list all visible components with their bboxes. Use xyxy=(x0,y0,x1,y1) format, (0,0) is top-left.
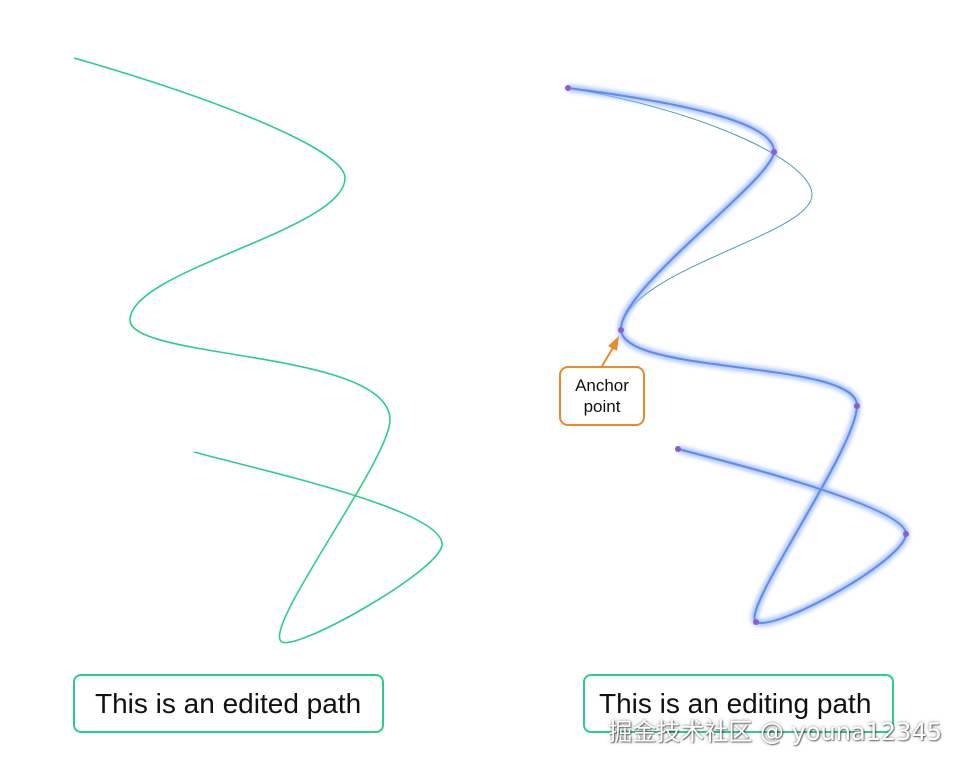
edited-path-caption-text: This is an edited path xyxy=(95,687,362,719)
editing-path[interactable] xyxy=(567,87,908,624)
anchor-point[interactable] xyxy=(753,619,759,625)
anchor-point[interactable] xyxy=(903,531,909,537)
callout-arrow xyxy=(601,336,619,367)
anchor-point[interactable] xyxy=(618,327,624,333)
edited-path-caption: This is an edited path xyxy=(73,674,384,733)
anchor-point[interactable] xyxy=(565,85,571,91)
editing-path-glow xyxy=(567,84,910,627)
editing-path-caption-text: This is an editing path xyxy=(599,687,872,719)
callout-line-1: Anchor xyxy=(575,376,629,395)
anchor-point[interactable] xyxy=(675,446,681,452)
callout-line-2: point xyxy=(583,397,621,416)
edited-path[interactable] xyxy=(73,57,443,644)
anchor-point[interactable] xyxy=(854,403,860,409)
watermark: 掘金技术社区 @ youna12345 xyxy=(608,718,942,746)
editing-path-caption: This is an editing path xyxy=(583,674,894,733)
anchor-point-callout: Anchor point xyxy=(559,366,645,426)
anchor-points xyxy=(565,85,909,625)
original-path xyxy=(567,87,813,331)
anchor-point[interactable] xyxy=(771,149,777,155)
